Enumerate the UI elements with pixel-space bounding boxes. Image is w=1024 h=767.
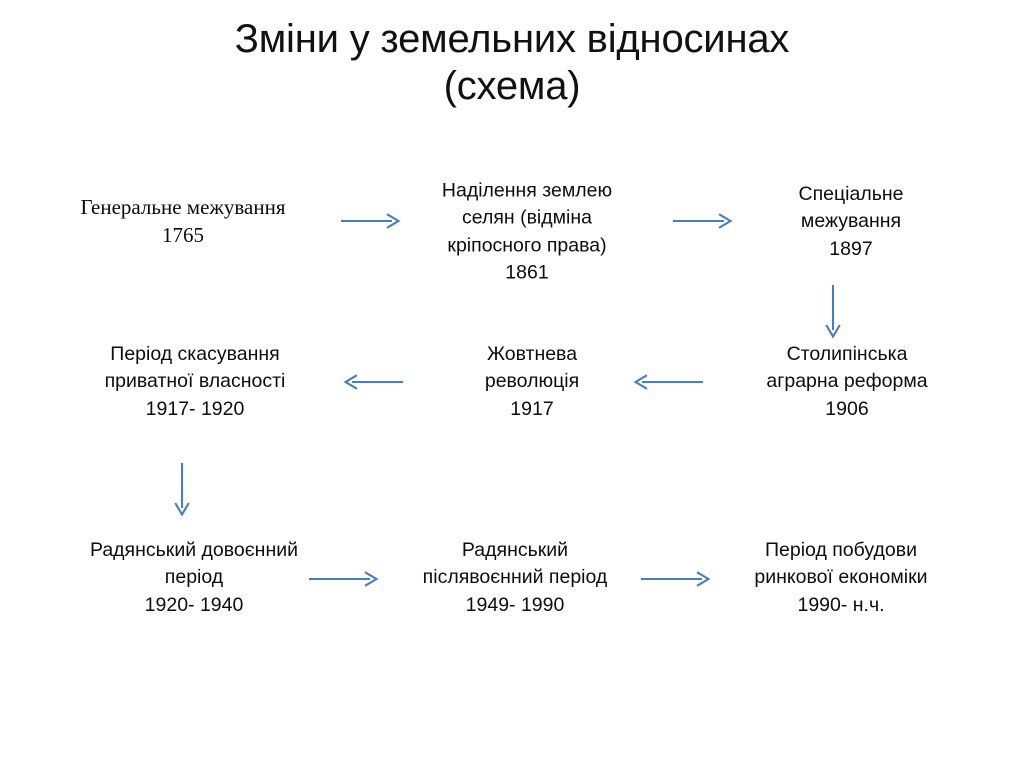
flow-node-private-property-abolition-line-2: приватної власності [104, 370, 286, 393]
flow-node-special-survey-line-1: Спеціальне [798, 183, 904, 206]
page-title-line-2: (схема) [443, 64, 581, 109]
arrow-down-icon-abolition-to-soviet-prewar [173, 462, 191, 518]
flow-node-market-economy-period-line-1: Період побудови [765, 539, 917, 562]
flow-node-stolypin-agrarian-reform-year: 1906 [825, 397, 869, 420]
flow-node-general-survey-year: 1765 [162, 223, 204, 247]
flow-node-private-property-abolition: Період скасування приватної власності 19… [62, 341, 328, 423]
page-title: Зміни у земельних відносинах (схема) [60, 16, 964, 110]
flow-node-general-survey-line-1: Генеральне межування [80, 194, 286, 219]
arrow-right-icon-peasants-to-special-survey [672, 212, 734, 230]
flow-node-soviet-postwar-period-line-1: Радянський [461, 539, 569, 562]
arrow-right-icon-general-to-peasants [340, 212, 402, 230]
flow-node-market-economy-period-line-2: ринкової економіки [754, 566, 928, 589]
arrow-left-icon-october-to-abolition [332, 373, 404, 391]
flow-node-special-survey-year: 1897 [829, 237, 873, 260]
flow-node-peasant-land-allotment-line-1: Наділення землею [441, 179, 613, 202]
arrow-right-icon-prewar-to-postwar [308, 570, 380, 588]
flow-node-soviet-prewar-period-year: 1920- 1940 [144, 593, 244, 616]
flow-node-soviet-prewar-period-line-1: Радянський довоєнний [89, 539, 299, 562]
flow-node-october-revolution: Жовтнева революція 1917 [440, 341, 624, 423]
flow-node-soviet-prewar-period-line-2: період [164, 566, 224, 589]
flow-node-peasant-land-allotment-line-2: селян (відміна [462, 206, 592, 229]
flow-node-general-survey: Генеральне межування 1765 [38, 193, 328, 249]
flow-node-soviet-postwar-period-year: 1949- 1990 [465, 593, 565, 616]
arrow-right-icon-postwar-to-market-economy [640, 570, 712, 588]
flow-node-private-property-abolition-year: 1917- 1920 [145, 397, 245, 420]
flow-node-october-revolution-line-1: Жовтнева [486, 343, 578, 366]
flow-node-special-survey-line-2: межування [800, 210, 902, 233]
flow-node-soviet-postwar-period: Радянський післявоєнний період 1949- 199… [388, 537, 642, 619]
flow-node-private-property-abolition-line-1: Період скасування [110, 343, 280, 366]
flow-node-stolypin-agrarian-reform: Столипінська аграрна реформа 1906 [726, 341, 968, 423]
flow-node-special-survey: Спеціальне межування 1897 [742, 181, 960, 263]
flow-node-peasant-land-allotment-line-3: кріпосного права) [447, 234, 607, 256]
flow-node-stolypin-agrarian-reform-line-1: Столипінська [786, 343, 908, 366]
page-title-line-1: Зміни у земельних відносинах [234, 17, 790, 61]
flow-node-market-economy-period: Період побудови ринкової економіки 1990-… [714, 537, 968, 619]
flow-node-october-revolution-year: 1917 [510, 397, 554, 420]
flow-node-stolypin-agrarian-reform-line-2: аграрна реформа [766, 370, 928, 393]
flow-node-peasant-land-allotment-year: 1861 [505, 261, 549, 284]
flow-node-market-economy-period-year: 1990- н.ч. [797, 593, 885, 616]
arrow-down-icon-special-survey-to-stolypin [824, 284, 842, 340]
flow-node-soviet-postwar-period-line-2: післявоєнний період [422, 566, 608, 589]
flow-node-peasant-land-allotment: Наділення землею селян (відміна кріпосно… [396, 177, 658, 286]
flow-node-october-revolution-line-2: революція [484, 370, 580, 393]
arrow-left-icon-stolypin-to-october [622, 373, 704, 391]
flow-node-soviet-prewar-period: Радянський довоєнний період 1920- 1940 [44, 537, 344, 619]
